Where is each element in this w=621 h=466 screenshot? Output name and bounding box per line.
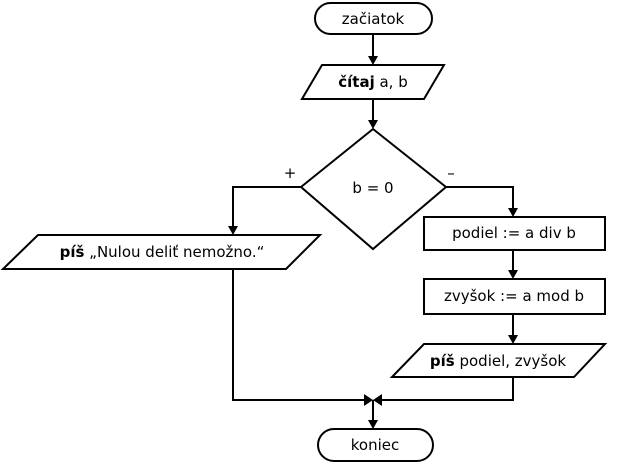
- arrowhead: [364, 394, 373, 406]
- result-output-label: píš podiel, zvyšok: [430, 352, 567, 370]
- decision-no-label: –: [447, 164, 455, 182]
- arrowhead: [508, 208, 518, 217]
- result-output-node: [389, 343, 608, 378]
- decision-yes-label: +: [284, 164, 297, 182]
- quotient-node: [423, 216, 606, 251]
- result-output-args: podiel, zvyšok: [455, 352, 567, 370]
- remainder-node: [423, 278, 606, 315]
- arrowhead: [368, 420, 378, 429]
- end-node: [317, 428, 434, 462]
- connector-decision-no: [446, 186, 514, 210]
- error-output-args: „Nulou deliť nemožno.“: [84, 243, 264, 261]
- end-label: koniec: [351, 436, 399, 454]
- arrowhead: [508, 335, 518, 344]
- input-keyword: čítaj: [338, 73, 374, 91]
- arrowhead: [373, 394, 382, 406]
- arrowhead: [368, 56, 378, 65]
- arrowhead: [228, 226, 238, 235]
- arrowhead: [368, 120, 378, 129]
- connector-error-merge: [232, 269, 367, 401]
- decision-label: b = 0: [352, 179, 393, 197]
- result-output-keyword: píš: [430, 352, 455, 370]
- input-label: čítaj a, b: [338, 73, 408, 91]
- input-args: a, b: [375, 73, 408, 91]
- connector-result-merge: [379, 377, 514, 401]
- input-node: [300, 64, 446, 100]
- error-output-label: píš „Nulou deliť nemožno.“: [60, 243, 265, 261]
- remainder-label: zvyšok := a mod b: [444, 287, 584, 305]
- error-output-node: [0, 234, 323, 270]
- arrowhead: [508, 270, 518, 279]
- decision-node: [299, 127, 448, 251]
- quotient-label: podiel := a div b: [452, 224, 576, 242]
- error-output-keyword: píš: [60, 243, 85, 261]
- start-label: začiatok: [342, 10, 405, 28]
- connector-decision-yes: [232, 186, 301, 228]
- start-node: [314, 2, 433, 35]
